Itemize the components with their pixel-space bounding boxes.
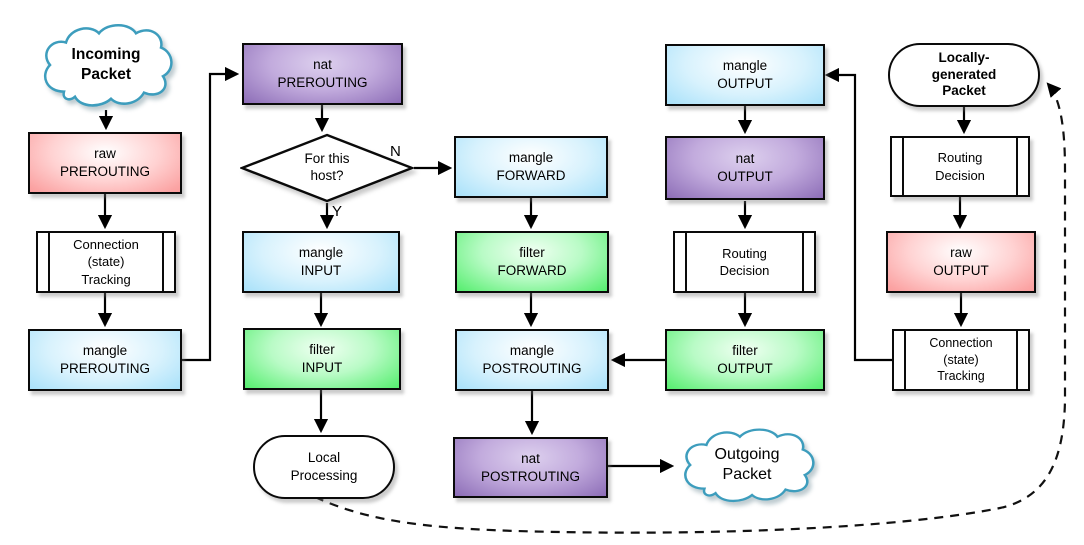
node-label: Decision: [935, 167, 985, 183]
incoming-packet-label-line1: Incoming: [71, 46, 141, 64]
terminator-outgoing-packet: Outgoing Packet: [676, 425, 818, 505]
node-label: filter: [519, 245, 545, 261]
arrow-mangle-prerouting-to-nat-prerouting: [182, 66, 240, 362]
node-label: mangle: [298, 245, 344, 261]
node-connection-tracking-out: Connection (state) Tracking: [892, 329, 1030, 391]
node-label: PREROUTING: [59, 361, 150, 376]
node-filter-forward: filter FORWARD: [455, 231, 609, 293]
node-connection-tracking-in: Connection (state) Tracking: [36, 231, 176, 293]
node-mangle-forward: mangle FORWARD: [454, 136, 608, 198]
node-label: mangle: [722, 58, 768, 74]
node-label: OUTPUT: [933, 263, 989, 278]
outgoing-packet-label-line1: Outgoing: [714, 445, 780, 463]
node-label: Local: [307, 450, 341, 466]
node-label: Locally-: [938, 49, 990, 65]
node-label: (state): [943, 352, 979, 367]
node-local-processing: Local Processing: [253, 435, 395, 499]
node-label: raw: [94, 146, 116, 162]
node-filter-input: filter INPUT: [243, 328, 401, 390]
node-label: OUTPUT: [717, 76, 773, 91]
node-label: Processing: [290, 468, 358, 483]
node-label: mangle: [508, 150, 554, 166]
node-label: FORWARD: [497, 263, 567, 278]
outgoing-packet-label-line2: Packet: [722, 466, 772, 483]
node-label: PREROUTING: [59, 164, 150, 179]
node-label: filter: [732, 343, 758, 359]
decision-for-this-host: For this host?: [240, 133, 414, 203]
node-label: nat: [313, 57, 332, 73]
node-label: Decision: [719, 263, 770, 278]
node-label: Packet: [942, 83, 986, 99]
branch-label-no: N: [390, 143, 401, 160]
incoming-packet-label-line2: Packet: [81, 66, 131, 83]
node-mangle-input: mangle INPUT: [242, 231, 400, 293]
node-mangle-prerouting: mangle PREROUTING: [28, 329, 182, 391]
node-raw-prerouting: raw PREROUTING: [28, 132, 182, 194]
node-label: OUTPUT: [717, 361, 773, 376]
node-label: POSTROUTING: [482, 361, 582, 376]
node-filter-output: filter OUTPUT: [665, 329, 825, 391]
node-raw-output: raw OUTPUT: [886, 231, 1036, 293]
node-routing-decision-mid: Routing Decision: [673, 231, 816, 293]
node-label: Routing: [937, 150, 983, 166]
node-label: Routing: [722, 245, 767, 261]
node-mangle-postrouting: mangle POSTROUTING: [455, 329, 609, 391]
node-mangle-output: mangle OUTPUT: [665, 44, 825, 106]
decision-question-line2: host?: [310, 168, 344, 183]
node-label: mangle: [509, 343, 555, 359]
node-label: Tracking: [81, 271, 131, 287]
node-label: INPUT: [301, 360, 343, 375]
node-label: mangle: [82, 343, 128, 359]
node-routing-decision-out: Routing Decision: [890, 136, 1030, 197]
node-label: nat: [735, 151, 755, 167]
node-label: Tracking: [937, 369, 985, 384]
cloud-shape: [684, 428, 815, 503]
node-nat-postrouting: nat POSTROUTING: [453, 437, 608, 498]
terminator-incoming-packet: Incoming Packet: [36, 20, 176, 110]
node-label: POSTROUTING: [480, 468, 580, 484]
node-label: generated: [931, 66, 997, 82]
node-label: PREROUTING: [277, 75, 368, 90]
node-label: OUTPUT: [717, 169, 773, 184]
diamond-shape: [240, 133, 414, 203]
cloud-shape: [44, 23, 173, 107]
node-locally-generated-packet: Locally- generated Packet: [888, 43, 1040, 107]
arrow-conn-tracking-to-mangle-output: [824, 67, 892, 362]
node-label: Connection: [73, 237, 139, 253]
node-label: filter: [309, 342, 335, 358]
node-nat-output: nat OUTPUT: [665, 136, 825, 200]
decision-question-line1: For this: [304, 151, 350, 167]
node-label: INPUT: [300, 263, 342, 278]
node-label: nat: [521, 450, 540, 466]
node-label: (state): [87, 254, 125, 270]
node-label: Connection: [929, 336, 993, 351]
branch-label-yes: Y: [332, 203, 343, 220]
node-label: FORWARD: [496, 168, 566, 183]
node-nat-prerouting: nat PREROUTING: [242, 43, 403, 105]
node-label: raw: [950, 245, 972, 261]
